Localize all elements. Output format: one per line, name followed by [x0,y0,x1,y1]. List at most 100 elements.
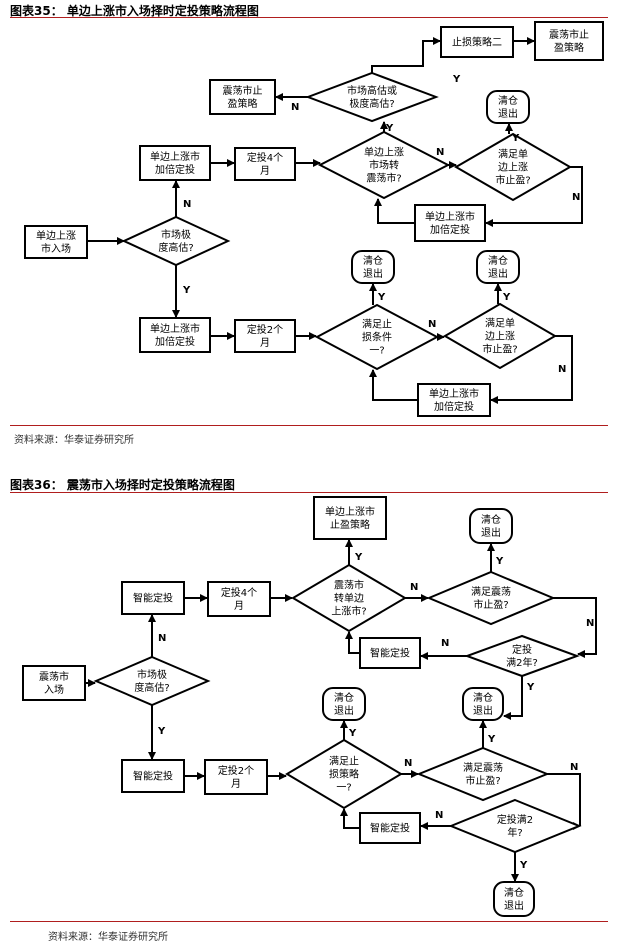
flow-arrow [374,198,415,224]
f1-decision-single-stop-top-label: 满足单 [498,149,528,161]
f1-clear-mid-label: 退出 [363,267,383,280]
flow-arrow [490,335,573,404]
f1-decision-stoploss-label: 一? [369,346,384,357]
no-label: N [291,102,299,113]
f1-stoploss2-box: 止损策略二 [440,26,514,58]
f2-clear-bottom-label: 清仓 [504,886,524,899]
yes-label: Y [452,74,461,85]
figure-2-title: 图表36： 震荡市入场择时定投策略流程图 [10,478,235,492]
no-label: N [410,582,418,593]
f2-single-stop-box-label: 止盈策略 [330,518,370,531]
no-label: N [158,633,166,644]
f1-stoploss2-box-label: 止损策略二 [452,36,502,49]
f2-clear-bottom-label: 退出 [504,899,524,912]
flow-arrow [547,773,584,827]
f2-decision-two-years-bot-label: 定投满2 [497,813,533,826]
figure-2-bottom-rule [10,921,608,922]
f2-decision-turn-single-label: 震荡市 [334,579,364,592]
figure-1-source: 资料来源：华泰证券研究所 [14,435,134,446]
f1-decision-osc-high-label: 极度高估? [349,97,394,110]
f2-bot-loop-smart-box-label: 智能定投 [370,822,410,835]
f1-top-fix4-box-label: 月 [260,165,270,177]
f2-decision-turn-single-label: 上涨市? [331,605,366,618]
yes-label: Y [519,860,528,871]
no-label: N [586,618,594,629]
yes-label: Y [511,133,520,144]
f1-decision-stoploss-label: 损条件 [362,331,392,344]
f1-top-loop-double-box-label: 单边上涨市 [425,210,475,223]
f2-bot-smart-box-label: 智能定投 [133,770,173,783]
f2-decision-osc-stop-bot-label: 市止盈? [465,774,500,787]
flow-arrow [340,808,360,829]
f1-entry-box-label: 市入场 [41,242,71,255]
f2-decision-turn-single-label: 转单边 [334,592,364,605]
f1-bot-fix2-box-label: 月 [260,337,270,349]
yes-label: Y [348,728,357,739]
f2-clear-mid-label: 清仓 [334,691,354,704]
figure-1-title: 图表35： 单边上涨市入场择时定投策略流程图 [10,4,259,18]
f1-bot-double-box-label: 单边上涨市 [150,322,200,335]
f2-decision-stoploss-label: 损策略 [329,768,359,781]
f1-top-double-box-label: 加倍定投 [155,163,195,176]
f2-clear-top-label: 退出 [481,526,501,539]
f1-clear-top-label: 退出 [498,107,518,120]
f1-osc-stop2-box-label: 震荡市止 [549,28,589,41]
yes-label: Y [385,123,394,134]
no-label: N [436,147,444,158]
yes-label: Y [377,292,386,303]
f2-top-loop-smart-box-label: 智能定投 [370,647,410,660]
f1-entry-box: 单边上涨市入场 [24,225,88,259]
f2-bot-fix2-box-label: 月 [231,778,241,790]
no-label: N [404,758,412,769]
f1-clear-right-label: 退出 [488,267,508,280]
f1-decision-turn-osc-label: 震荡市? [366,172,401,185]
figure-2-source: 资料来源：华泰证券研究所 [48,932,168,943]
f1-clear-right-label: 清仓 [488,254,508,267]
f2-clear-right-label: 清仓 [473,691,493,704]
f1-decision-stoploss-label: 满足止 [362,319,392,331]
f1-entry-box-label: 单边上涨 [36,230,76,242]
yes-label: Y [495,556,504,567]
f1-osc-stop-box-label: 盈策略 [228,97,258,110]
f2-top-smart-box: 智能定投 [121,581,185,615]
no-label: N [435,810,443,821]
f1-decision-osc-high-label: 市场高估或 [347,84,397,97]
f1-decision-turn-osc-label: 单边上涨 [364,147,404,159]
f1-top-fix4-box-label: 定投4个 [247,151,283,164]
f2-bot-loop-smart-box: 智能定投 [359,812,421,844]
yes-label: Y [354,552,363,563]
f2-decision-two-years-top-label: 定投 [512,643,532,656]
f2-bot-smart-box: 智能定投 [121,759,185,793]
f2-decision-market-high-label: 市场极 [137,668,167,681]
yes-label: Y [182,285,191,296]
figure-2-top-rule [10,492,608,493]
f2-decision-two-years-top-label: 满2年? [506,656,538,669]
f2-top-smart-box-label: 智能定投 [133,592,173,605]
f2-decision-osc-stop-bot-label: 满足震荡 [463,762,503,774]
f2-decision-osc-stop-top-label: 满足震荡 [471,586,511,598]
f2-top-loop-smart-box: 智能定投 [359,637,421,669]
f2-decision-two-years-bot-label: 年? [507,826,522,839]
f1-bot-double-box-label: 加倍定投 [155,335,195,348]
f1-osc-stop2-box-label: 盈策略 [554,41,584,54]
